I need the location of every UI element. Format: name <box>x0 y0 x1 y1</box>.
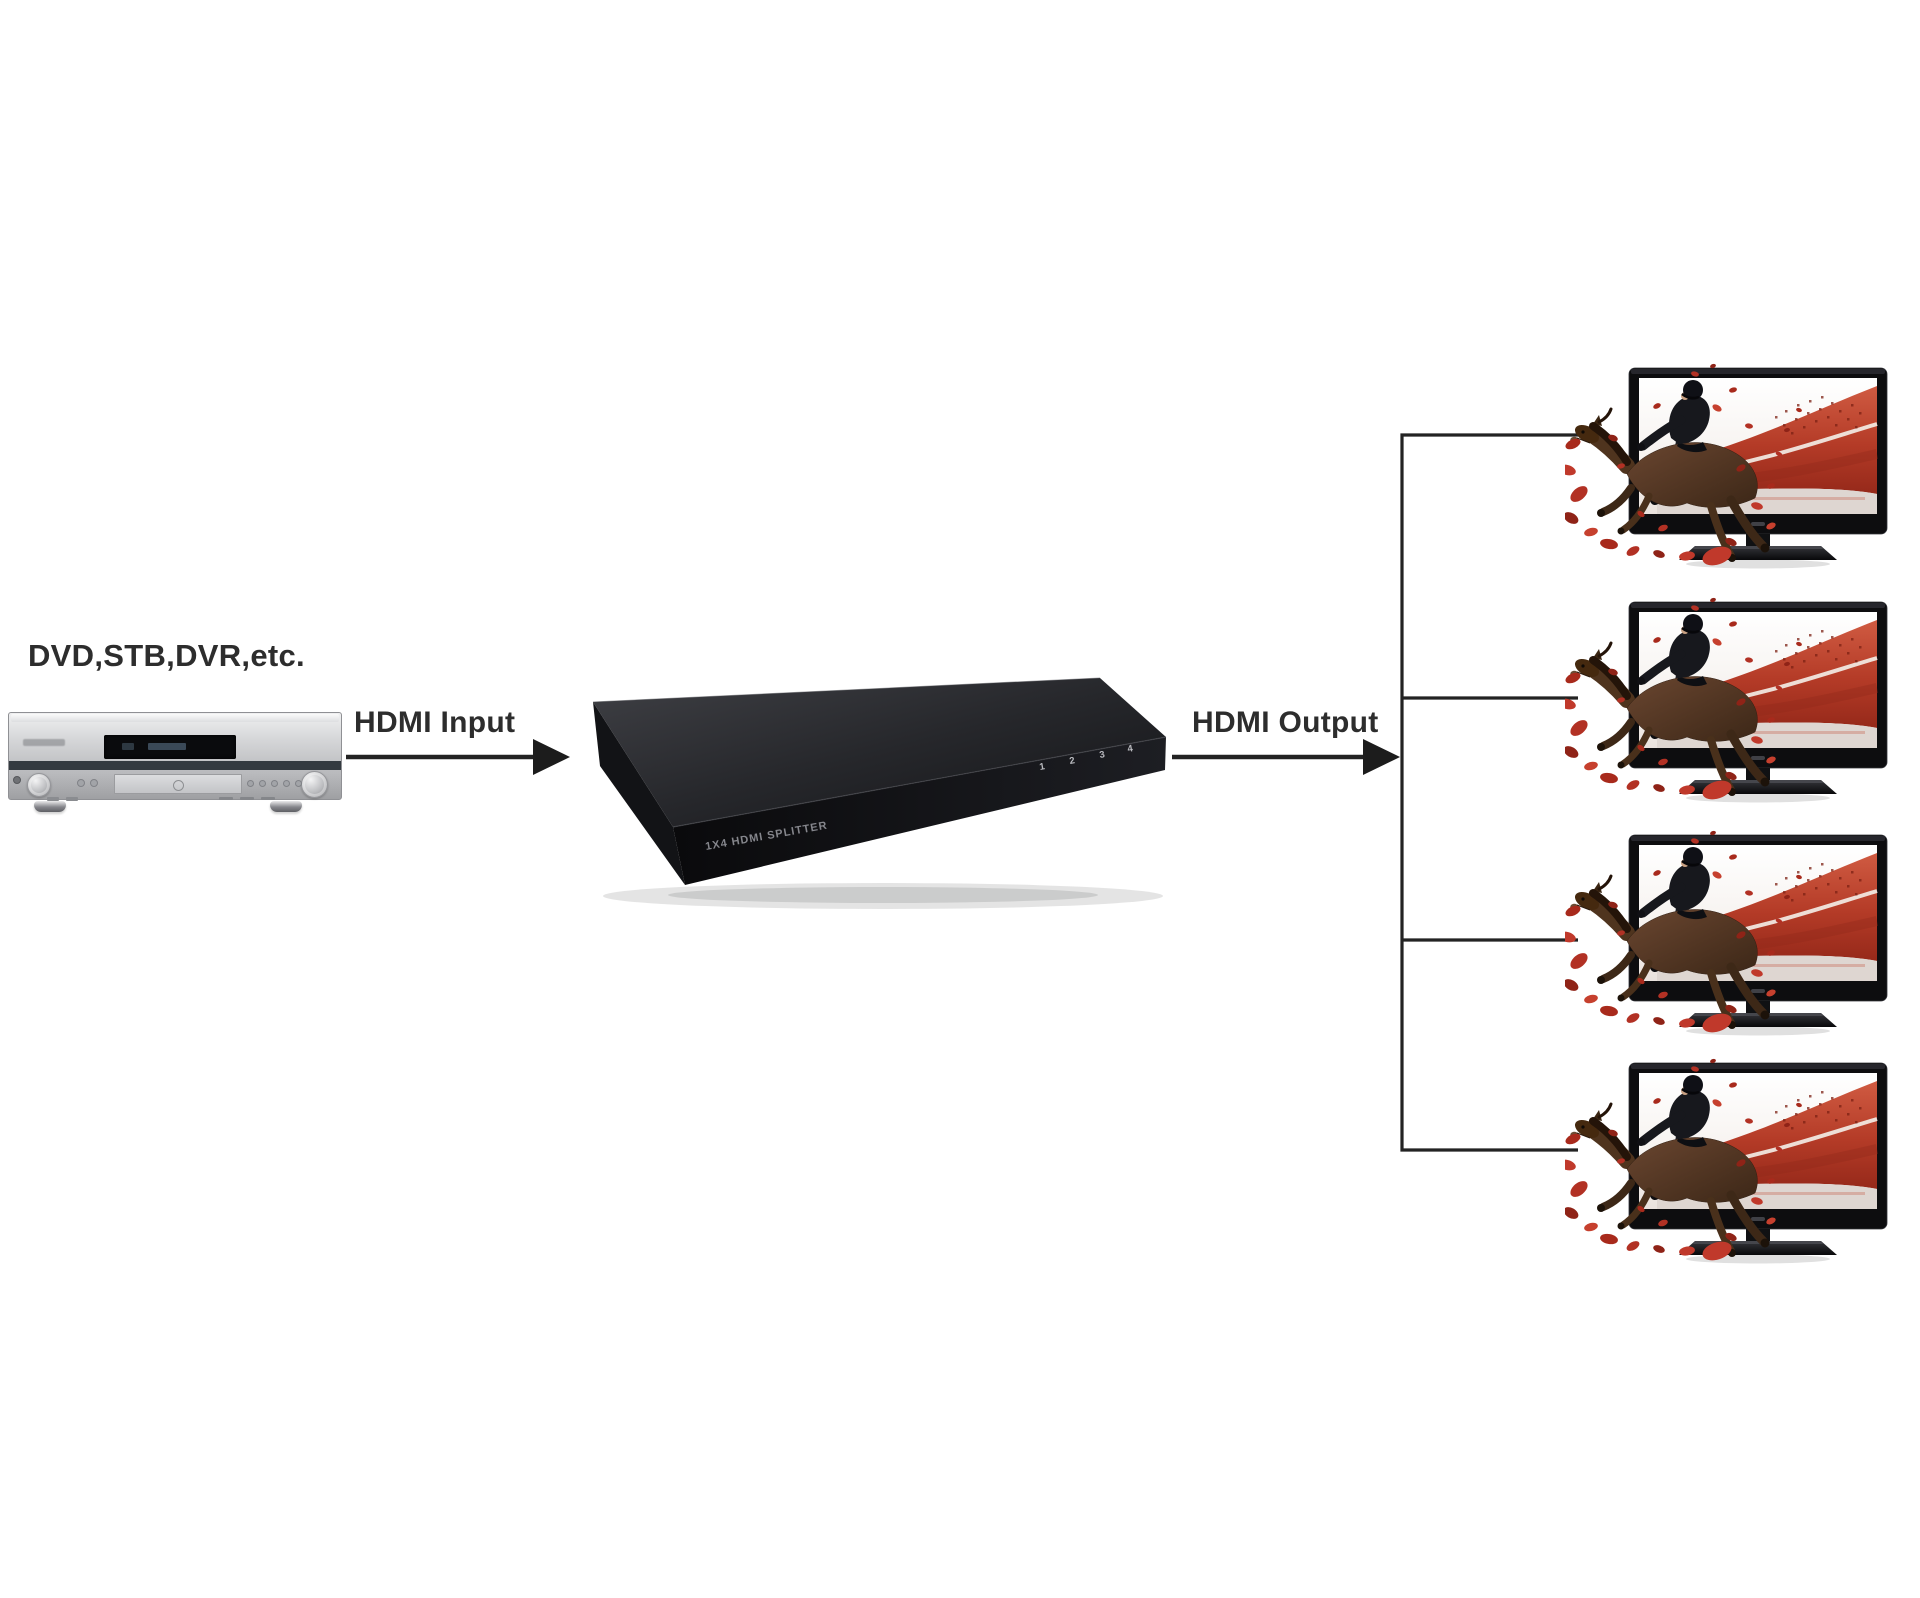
hdmi-output-label: HDMI Output <box>1192 706 1379 739</box>
splitter-left-face <box>593 702 685 885</box>
dvd-front-stripe <box>9 761 341 770</box>
power-button-icon <box>13 776 21 784</box>
splitter-shadow <box>603 883 1163 909</box>
hdmi-input-label: HDMI Input <box>354 706 516 739</box>
dvd-foot-left <box>34 801 66 812</box>
tv-output-1 <box>1565 346 1905 604</box>
hdmi-splitter-device: 1X4 HDMI SPLITTER 1 2 3 4 <box>592 677 1167 909</box>
dvd-player-body <box>8 712 342 801</box>
dvd-knob-right <box>301 771 328 798</box>
input-arrowhead-icon <box>533 739 570 775</box>
dvd-top-highlight <box>11 714 339 722</box>
dvd-knob-left <box>27 773 51 797</box>
dvd-buttons-right <box>247 780 302 787</box>
source-device-label: DVD,STB,DVR,etc. <box>28 638 305 673</box>
output-bus-line <box>1400 433 1578 1152</box>
tv-output-4 <box>1565 1041 1905 1299</box>
dvd-buttons-left <box>77 779 98 787</box>
dvd-logo-badges-left <box>47 797 78 801</box>
disc-icon <box>173 780 184 791</box>
dvd-foot-right <box>270 801 302 812</box>
dvd-brand-mark <box>23 739 65 746</box>
tv-output-2 <box>1565 580 1905 838</box>
splitter-top-face <box>593 678 1166 827</box>
dvd-disc-tray <box>114 774 242 794</box>
dvd-display-segment <box>148 743 186 750</box>
tv-output-3 <box>1565 813 1905 1071</box>
output-arrowhead-icon <box>1363 739 1400 775</box>
splitter-led-4: 4 <box>1127 743 1135 755</box>
splitter-led-1: 1 <box>1039 761 1047 773</box>
splitter-led-3: 3 <box>1099 749 1106 761</box>
splitter-led-2: 2 <box>1069 755 1076 767</box>
dvd-player-image <box>8 712 342 812</box>
dvd-logo-badges-right <box>219 797 275 800</box>
dvd-display-segment-2 <box>122 743 134 750</box>
dvd-display-window <box>104 735 236 759</box>
splitter-front-face <box>673 737 1166 885</box>
